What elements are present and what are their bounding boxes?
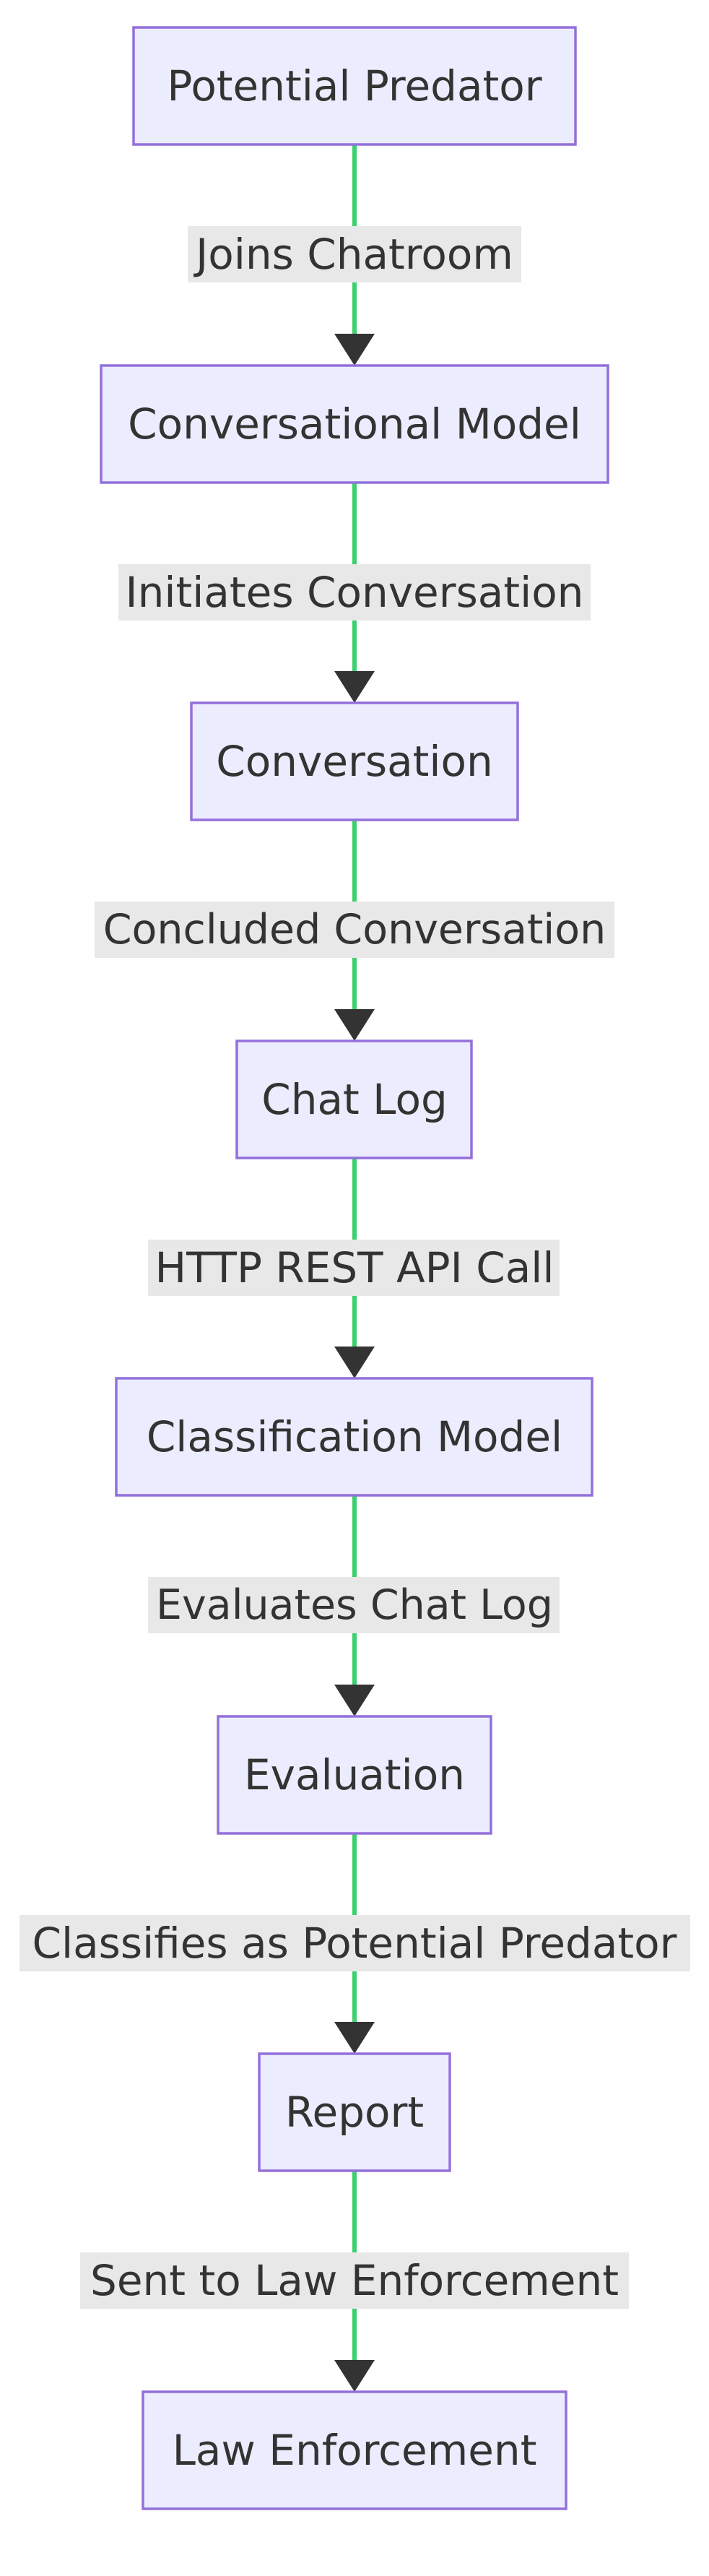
node-label: Chat Log — [261, 1075, 448, 1124]
edge-label-background — [188, 226, 521, 282]
arrow-head-icon — [334, 334, 375, 366]
node-box — [115, 1377, 593, 1497]
node-chat-log: Chat Log — [235, 1040, 473, 1159]
node-box — [235, 1040, 473, 1159]
edge-label: Sent to Law Enforcement — [90, 2256, 619, 2305]
node-label: Law Enforcement — [173, 2426, 537, 2475]
edge-conversation-to-chat-log: Concluded Conversation — [95, 820, 614, 1041]
node-law-enforcement: Law Enforcement — [142, 2390, 567, 2510]
arrow-head-icon — [334, 671, 375, 703]
edge-label: Classifies as Potential Predator — [32, 1919, 677, 1968]
node-label: Classification Model — [147, 1412, 562, 1461]
arrow-head-icon — [334, 2360, 375, 2392]
node-box — [132, 26, 577, 146]
node-conversation: Conversation — [190, 701, 519, 821]
edge-conversational-model-to-conversation: Initiates Conversation — [118, 483, 591, 703]
node-potential-predator: Potential Predator — [132, 26, 577, 146]
arrow-head-icon — [334, 1685, 375, 1716]
node-conversational-model: Conversational Model — [100, 364, 609, 484]
edge-label: Concluded Conversation — [103, 906, 606, 954]
node-label: Conversation — [216, 737, 492, 786]
node-box — [100, 364, 609, 484]
edge-label: Evaluates Chat Log — [156, 1581, 553, 1629]
edge-label-background — [148, 1577, 560, 1633]
edge-label-background — [80, 2252, 629, 2309]
node-classification-model: Classification Model — [115, 1377, 593, 1497]
node-box — [217, 1715, 492, 1835]
node-label: Report — [285, 2088, 424, 2137]
edge-label-background — [148, 1240, 560, 1296]
node-box — [258, 2052, 451, 2172]
edge-potential-predator-to-conversational-model: Joins Chatroom — [188, 144, 521, 366]
arrow-head-icon — [334, 2022, 375, 2054]
edge-classification-model-to-evaluation: Evaluates Chat Log — [148, 1495, 560, 1716]
edge-evaluation-to-report: Classifies as Potential Predator — [19, 1833, 690, 2054]
edge-label: HTTP REST API Call — [155, 1243, 554, 1292]
arrow-head-icon — [334, 1009, 375, 1041]
edge-label-background — [118, 564, 591, 621]
node-box — [142, 2390, 567, 2510]
edge-chat-log-to-classification-model: HTTP REST API Call — [148, 1158, 560, 1378]
edge-label-background — [19, 1915, 690, 1971]
node-label: Potential Predator — [167, 61, 541, 111]
node-evaluation: Evaluation — [217, 1715, 492, 1835]
node-report: Report — [258, 2052, 451, 2172]
edge-label: Initiates Conversation — [126, 568, 584, 617]
node-box — [190, 701, 519, 821]
node-label: Evaluation — [244, 1750, 465, 1799]
edge-label-background — [95, 902, 614, 958]
arrow-head-icon — [334, 1347, 375, 1378]
node-label: Conversational Model — [128, 399, 581, 449]
edge-report-to-law-enforcement: Sent to Law Enforcement — [80, 2171, 629, 2392]
edge-label: Joins Chatroom — [193, 230, 513, 279]
